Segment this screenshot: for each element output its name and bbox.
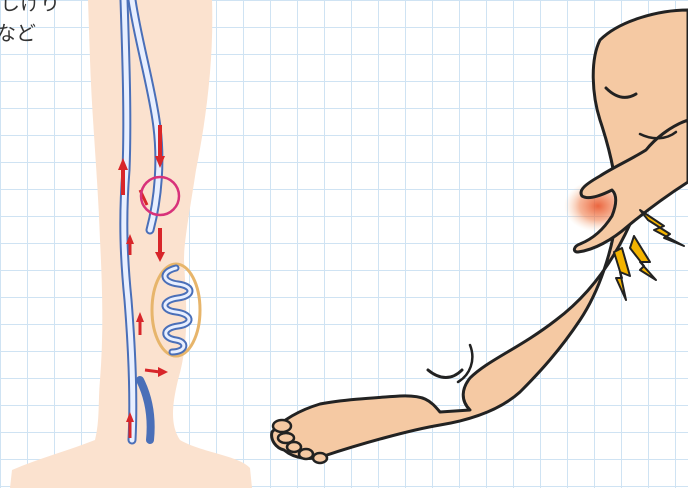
ankle-crease bbox=[428, 370, 462, 378]
varicose-vein-leg-icon bbox=[10, 0, 252, 488]
leg-cramp-pain-icon bbox=[272, 10, 688, 463]
right-leg-silhouette bbox=[272, 10, 688, 458]
